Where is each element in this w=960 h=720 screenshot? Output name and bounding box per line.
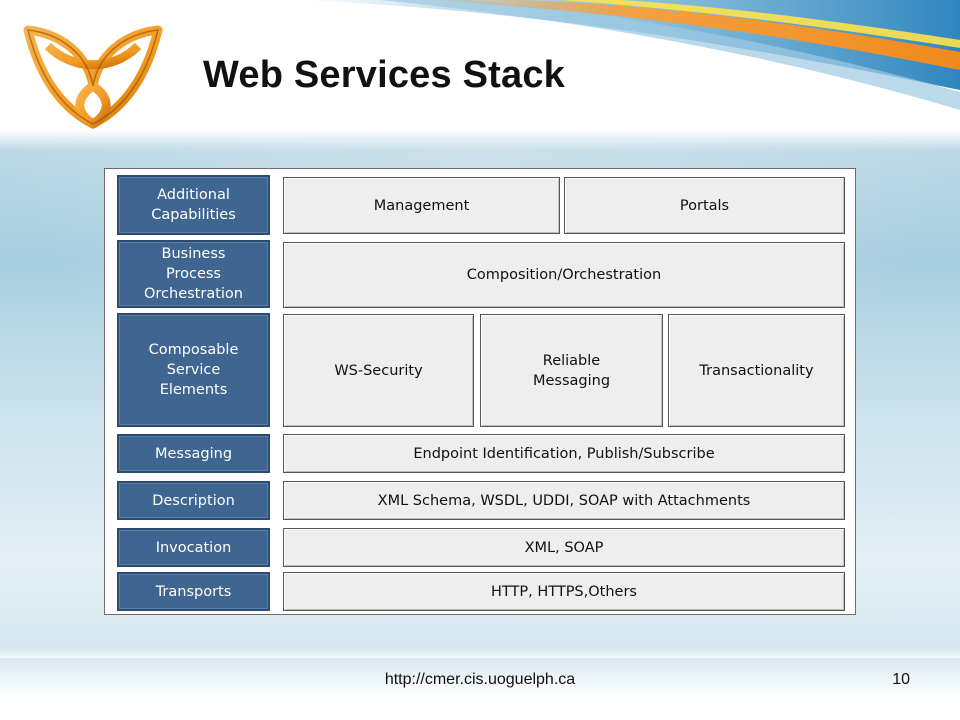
capability-portals: Portals	[564, 177, 845, 234]
layer-label-business-process-orchestration: Business Process Orchestration	[117, 240, 270, 308]
layer-label-messaging: Messaging	[117, 434, 270, 473]
layer-label-composable-service-elements: Composable Service Elements	[117, 313, 270, 427]
layer-label-description: Description	[117, 481, 270, 520]
capability-xml-schema-wsdl-uddi: XML Schema, WSDL, UDDI, SOAP with Attach…	[283, 481, 845, 520]
layer-label-invocation: Invocation	[117, 528, 270, 567]
web-services-stack-diagram: Additional Capabilities Management Porta…	[104, 168, 856, 615]
capability-reliable-messaging: Reliable Messaging	[480, 314, 663, 427]
header-swoosh-decoration	[300, 0, 960, 110]
capability-transactionality: Transactionality	[668, 314, 845, 427]
layer-label-transports: Transports	[117, 572, 270, 611]
layer-label-additional-capabilities: Additional Capabilities	[117, 175, 270, 235]
footer-url: http://cmer.cis.uoguelph.ca	[384, 671, 576, 688]
capability-endpoint-identification: Endpoint Identification, Publish/Subscri…	[283, 434, 845, 473]
page-number: 10	[892, 671, 910, 688]
footer-band	[0, 658, 960, 720]
capability-http-https-others: HTTP, HTTPS,Others	[283, 572, 845, 611]
capability-ws-security: WS-Security	[283, 314, 474, 427]
capability-management: Management	[283, 177, 560, 234]
capability-xml-soap: XML, SOAP	[283, 528, 845, 567]
capability-composition-orchestration: Composition/Orchestration	[283, 242, 845, 308]
slide-title: Web Services Stack	[203, 54, 566, 96]
trefoil-logo-icon	[23, 25, 163, 129]
